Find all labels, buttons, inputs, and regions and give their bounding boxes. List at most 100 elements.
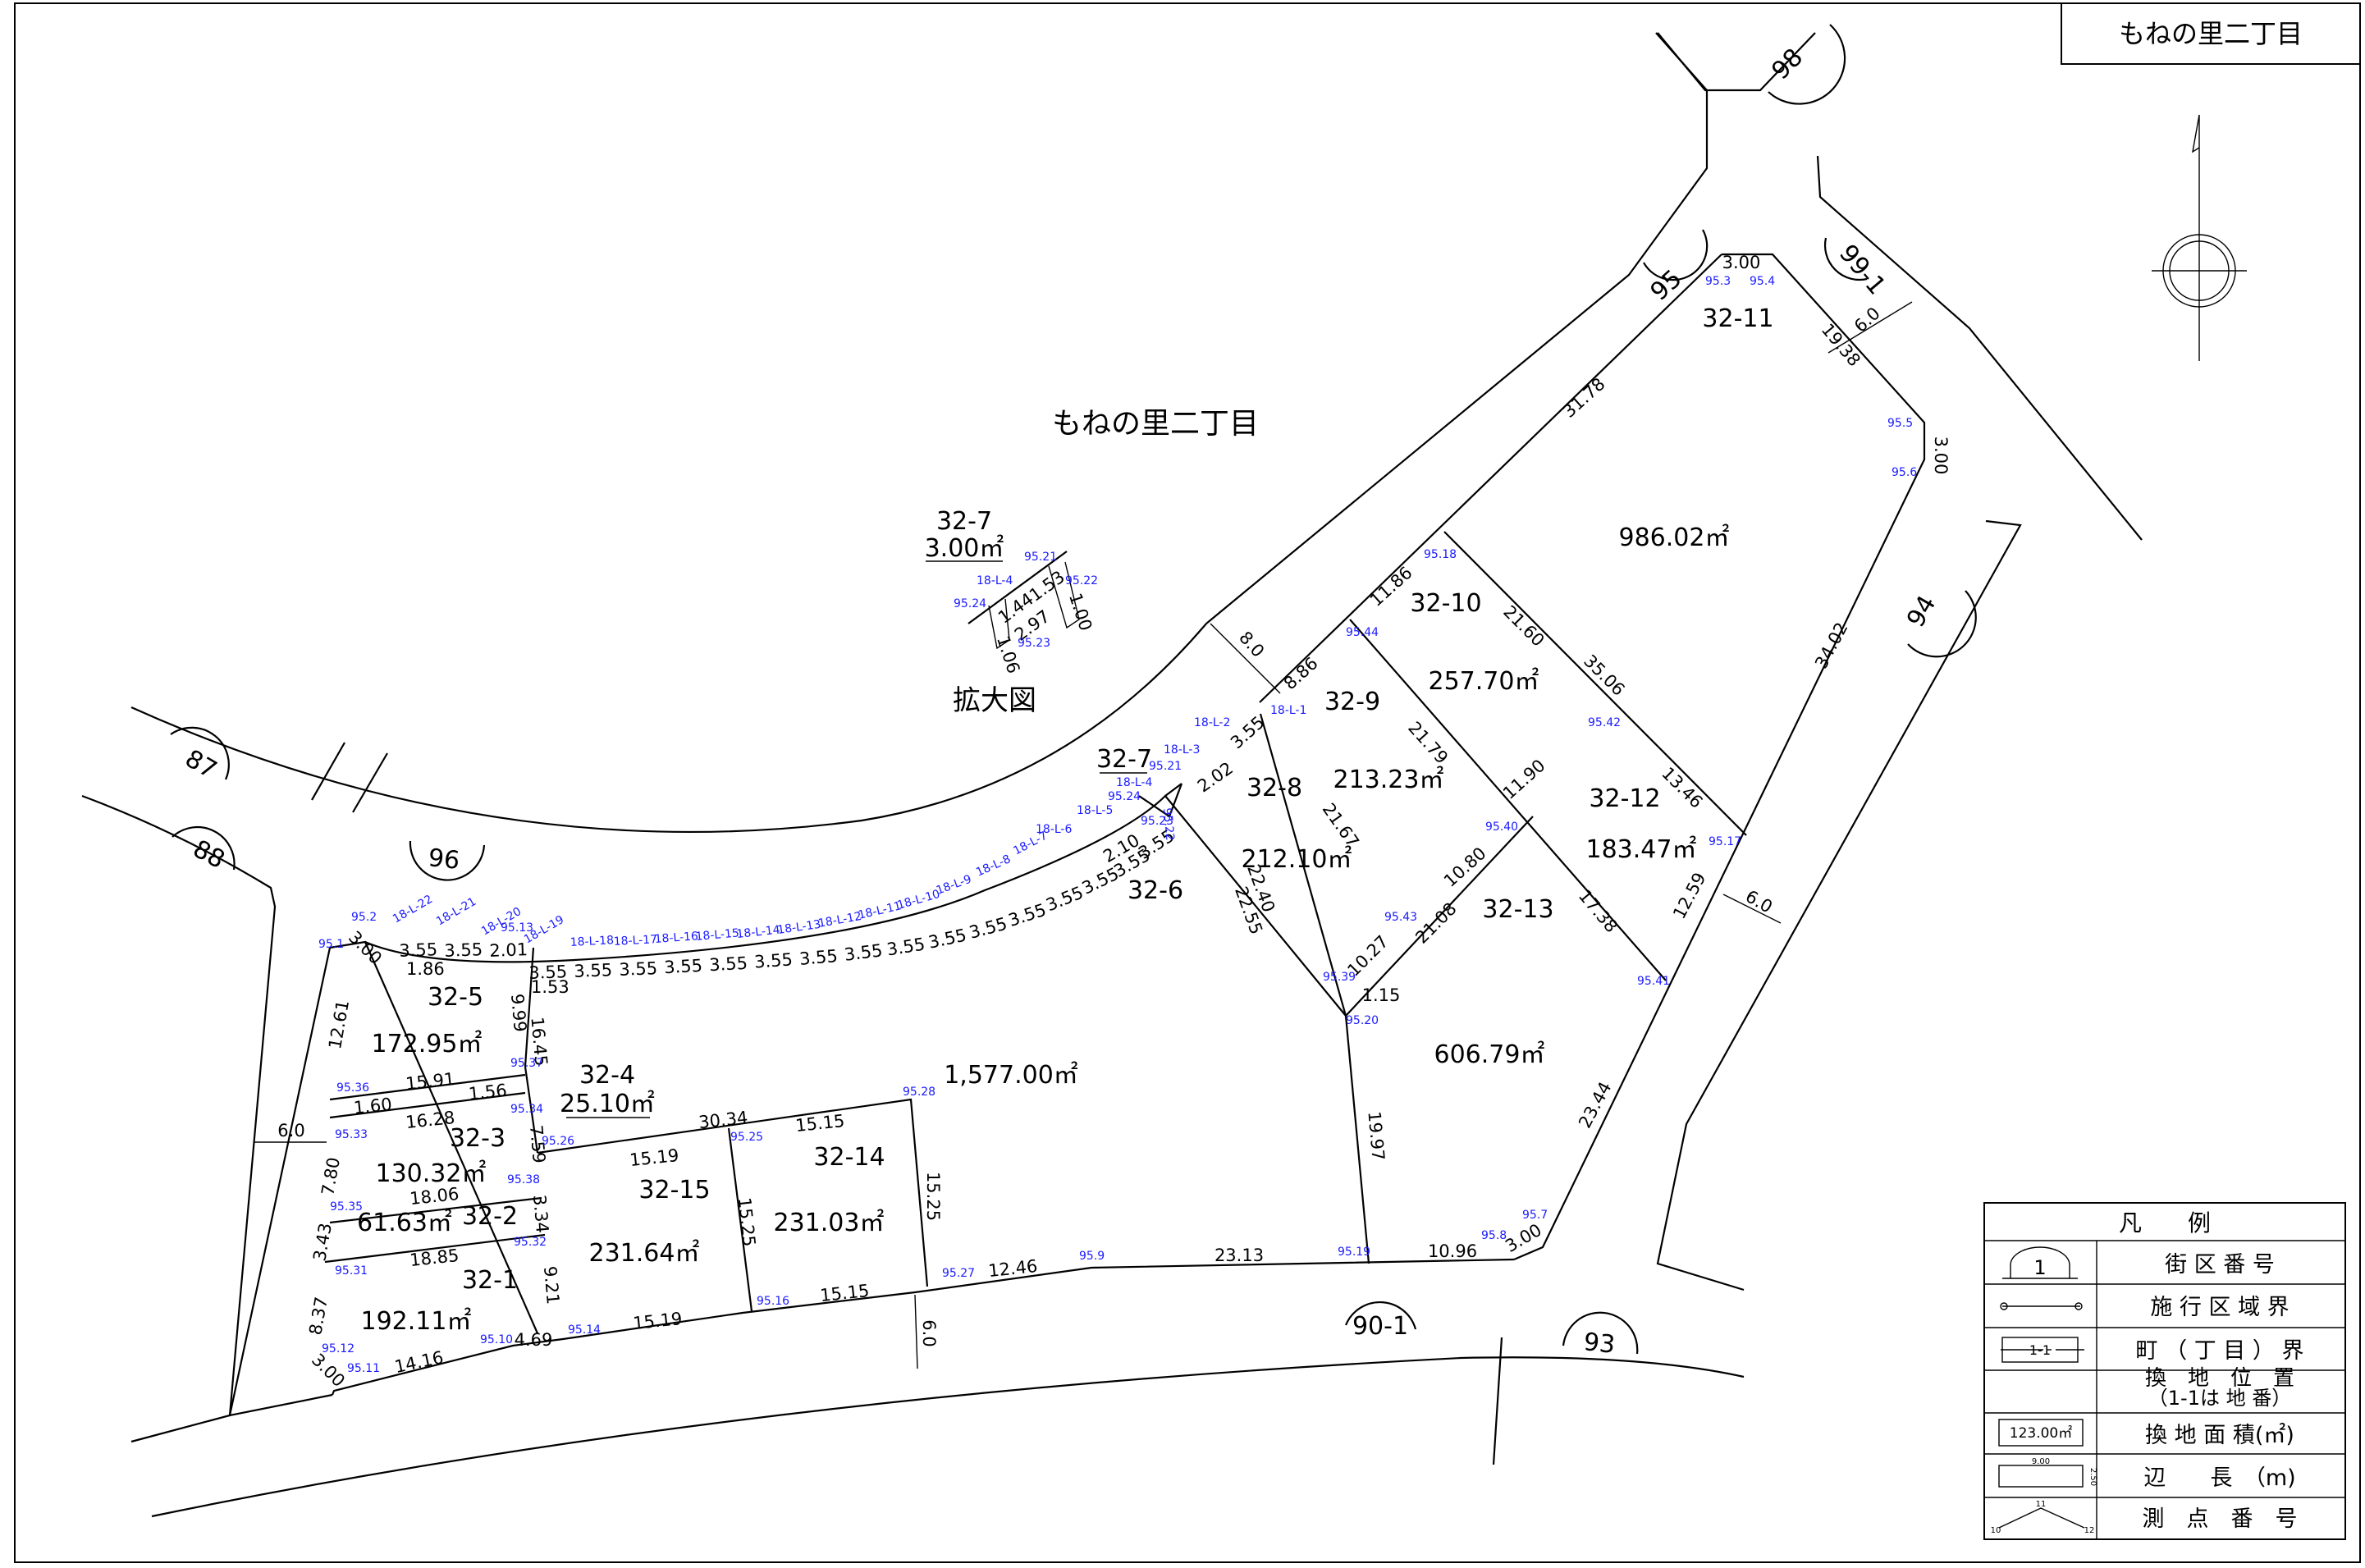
dim: 2.02 (1194, 758, 1237, 796)
dim: 16.45 (527, 1016, 551, 1067)
lot-area-32-8: 212.10㎡ (1242, 845, 1352, 874)
lot-area-32-1: 192.11㎡ (361, 1307, 472, 1336)
arc-point: 18-L-9 (935, 873, 973, 898)
dim: 1.56 (468, 1081, 508, 1104)
lot-area-32-2: 61.63㎡ (357, 1209, 452, 1237)
arc-dim: 3.55 (753, 949, 793, 971)
arc-point: 18-L-3 (1164, 743, 1200, 757)
legend-length-sample: 9.00 (2032, 1457, 2050, 1466)
enlarged-point-95-21: 95.21 (1024, 551, 1057, 564)
survey-point: 95.40 (1485, 821, 1518, 834)
legend-lot-sample: 1-1 (2029, 1342, 2051, 1358)
block-number-99-1: 99-1 (1833, 240, 1892, 301)
survey-point: 95.32 (514, 1236, 547, 1249)
lot-area-32-15: 231.64㎡ (589, 1239, 700, 1268)
dim: 3.43 (309, 1222, 336, 1263)
dim: 10.80 (1440, 843, 1490, 891)
enlarged-point-95-22: 95.22 (1065, 574, 1098, 587)
dim: 7.59 (526, 1124, 549, 1164)
arc-dim: 3.55 (619, 958, 658, 980)
legend-label-area: 換 地 面 積(㎡) (2145, 1423, 2294, 1448)
legend-boundary-symbol (2000, 1302, 2083, 1310)
survey-point: 95.35 (330, 1200, 363, 1214)
dim: 21.60 (1499, 601, 1548, 650)
dim: 4.69 (515, 1330, 553, 1350)
road-width-bottom: 6.0 (919, 1319, 939, 1346)
arc-dim: 3.55 (528, 962, 568, 983)
road-width-right: 6.0 (1742, 886, 1776, 917)
dim: 12.46 (987, 1256, 1038, 1281)
dim: 15.15 (794, 1111, 845, 1136)
lot-area-32-11: 986.02㎡ (1619, 523, 1730, 552)
dim: 30.34 (698, 1108, 748, 1132)
lot-id-32-15: 32-15 (638, 1176, 710, 1205)
arc-point: 18-L-22 (391, 893, 435, 926)
legend-label-lot-position: 換 地 位 置 (2145, 1366, 2294, 1391)
survey-point: 95.44 (1346, 626, 1379, 639)
legend: 凡 例 1 街 区 番 号 施 行 区 域 界 町 （ 丁 目 ） 界 1-1 … (1983, 1202, 2346, 1540)
enlarged-arc-point: 18-L-4 (977, 574, 1013, 587)
block-number-90-1: 90-1 (1352, 1312, 1408, 1341)
lot-id-32-14: 32-14 (813, 1143, 885, 1172)
survey-point: 95.4 (1750, 275, 1775, 288)
dim: 21.79 (1404, 718, 1452, 768)
dim: 3.00 (1722, 253, 1761, 272)
lot-id-32-9: 32-9 (1324, 688, 1380, 716)
lot-id-32-3: 32-3 (450, 1124, 505, 1153)
survey-point: 95.11 (347, 1362, 380, 1375)
block-number-98: 98 (1766, 43, 1809, 85)
dim: 3.55 (444, 939, 483, 961)
dim: 8.86 (1280, 653, 1322, 693)
survey-point: 95.22 (1160, 807, 1176, 841)
lot-id-32-13: 32-13 (1482, 895, 1553, 924)
lot-id-32-1: 32-1 (462, 1266, 518, 1295)
block-number-88: 88 (188, 834, 229, 875)
survey-point: 95.27 (942, 1267, 975, 1280)
dim: 1.60 (353, 1095, 393, 1118)
enlarged-detail: 32-7 3.00㎡ 1.44 1.53 2.97 1.00 1.06 95.2… (925, 507, 1098, 676)
survey-point: 95.28 (903, 1086, 935, 1099)
arc-point: 18-L-2 (1194, 716, 1230, 729)
dim: 23.44 (1575, 1079, 1615, 1131)
arc-point: 18-L-4 (1116, 776, 1152, 789)
lot-area-32-10: 257.70㎡ (1429, 667, 1539, 696)
lot-id-32-7-inline: 32-7 (1096, 745, 1152, 774)
legend-label-town-boundary: 町 （ 丁 目 ） 界 (2136, 1338, 2304, 1364)
survey-point: 95.41 (1637, 975, 1670, 988)
arc-point: 18-L-21 (434, 895, 478, 929)
arc-point: 18-L-6 (1036, 823, 1072, 836)
lot-id-32-5: 32-5 (428, 983, 483, 1012)
arc-dim: 3.55 (709, 953, 748, 975)
arc-point: 18-L-8 (974, 853, 1013, 880)
dim: 18.85 (409, 1246, 460, 1270)
block-number-95: 95 (1645, 264, 1688, 307)
lot-id-32-11: 32-11 (1702, 304, 1773, 333)
dim: 15.15 (819, 1281, 870, 1305)
enlarged-lot-id: 32-7 (936, 507, 992, 536)
legend-point-sample-right: 12 (2084, 1526, 2095, 1535)
enlarged-point-95-23: 95.23 (1018, 637, 1050, 650)
legend-area-sample: 123.00㎡ (2010, 1425, 2072, 1442)
road-edges (81, 32, 2143, 1518)
title-box-text: もねの里二丁目 (2119, 18, 2303, 49)
lot-id-32-4: 32-4 (579, 1061, 635, 1090)
enlarged-view-label: 拡大図 (953, 684, 1036, 717)
dim: 3.34 (529, 1194, 552, 1234)
survey-point: 95.16 (757, 1295, 789, 1308)
lot-id-32-12: 32-12 (1589, 784, 1660, 813)
arc-point: 18-L-7 (1011, 830, 1050, 858)
enlarged-point-95-24: 95.24 (954, 597, 986, 610)
lot-id-32-10: 32-10 (1410, 589, 1481, 618)
lot-area-32-4: 25.10㎡ (560, 1090, 655, 1118)
dim: 23.13 (1215, 1246, 1264, 1265)
dim: 7.80 (318, 1156, 344, 1197)
survey-point: 95.10 (480, 1333, 513, 1346)
survey-point: 95.34 (510, 1103, 543, 1116)
dim: 1.86 (406, 959, 445, 979)
dim: 3.00 (1502, 1220, 1545, 1256)
dim: 3.55 (399, 939, 438, 961)
dim: 8.37 (305, 1296, 332, 1337)
dim: 14.16 (393, 1347, 446, 1377)
dim: 9.21 (540, 1265, 563, 1305)
